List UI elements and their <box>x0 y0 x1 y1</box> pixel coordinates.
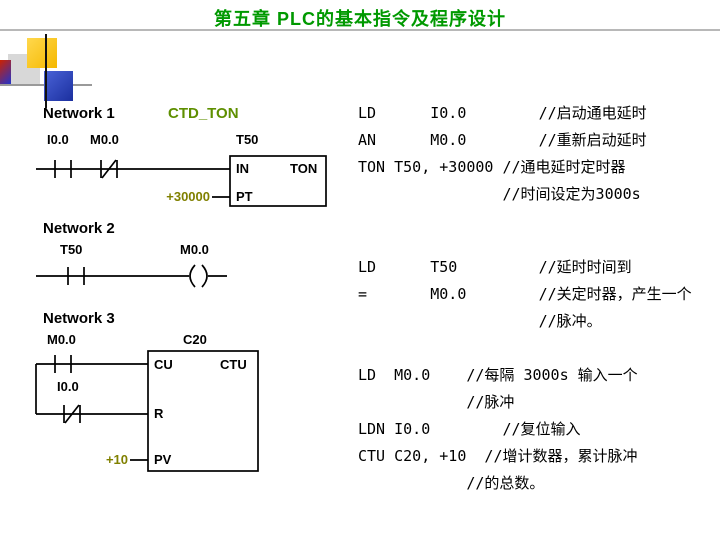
code-line: AN M0.0 //重新启动延时 <box>358 131 647 149</box>
nc-contact-slash <box>101 159 117 179</box>
code-line: CTU C20, +10 //增计数器，累计脉冲 <box>358 447 638 465</box>
ctu-port-r: R <box>154 406 164 421</box>
ctu-port-pv: PV <box>154 452 172 467</box>
network1-contact1-label: I0.0 <box>47 132 69 147</box>
ctu-box-outline <box>147 350 259 472</box>
code-line: = M0.0 //关定时器，产生一个 <box>358 285 692 303</box>
decoration-gradient-strip <box>0 60 11 84</box>
network3-label: Network 3 <box>43 310 115 327</box>
ton-box-outline <box>229 155 327 207</box>
code-line: //脉冲 <box>358 393 515 411</box>
code-line: //的总数。 <box>358 474 545 492</box>
network2-coil-label: M0.0 <box>180 242 209 257</box>
code-line: //脉冲。 <box>358 312 602 330</box>
title-divider <box>0 29 720 31</box>
coil-left-paren <box>189 264 196 288</box>
code-group-1: LD I0.0 //启动通电延时 AN M0.0 //重新启动延时 TON T50,… <box>358 100 716 208</box>
decoration-vertical-line <box>45 34 47 108</box>
ton-port-in: IN <box>236 161 249 176</box>
network2-label: Network 2 <box>43 220 115 237</box>
ctu-box-type: CTU <box>220 357 247 372</box>
ton-port-pt: PT <box>236 189 253 204</box>
decoration-yellow-square <box>27 38 57 68</box>
network2: Network 2 T50 M0.0 <box>36 220 227 288</box>
pv-value: +10 <box>106 452 128 467</box>
page-title: 第五章 PLC的基本指令及程序设计 <box>214 9 506 29</box>
nc-contact-slash <box>64 404 80 424</box>
code-group-2: LD T50 //延时时间到 = M0.0 //关定时器，产生一个 //脉冲。 <box>358 254 716 335</box>
code-line: LD M0.0 //每隔 3000s 输入一个 <box>358 366 638 384</box>
network2-contact1-label: T50 <box>60 242 82 257</box>
code-group-3: LD M0.0 //每隔 3000s 输入一个 //脉冲 LDN I0.0 //复… <box>358 362 716 497</box>
network2-rung <box>36 264 227 288</box>
pt-value: +30000 <box>166 189 210 204</box>
network3-contact2-label: I0.0 <box>57 379 79 394</box>
network3-counter-label: C20 <box>183 332 207 347</box>
code-line: //时间设定为3000s <box>358 185 641 203</box>
network3-rungs <box>35 355 148 424</box>
network1-timer-label: T50 <box>236 132 258 147</box>
network3: Network 3 M0.0 C20 I0.0 CU CTU R PV <box>35 310 259 472</box>
ton-box-type: TON <box>290 161 317 176</box>
code-line: LDN I0.0 //复位输入 <box>358 420 581 438</box>
coil-right-paren <box>201 264 208 288</box>
code-line: LD T50 //延时时间到 <box>358 258 632 276</box>
network1-block-title: CTD_TON <box>168 105 239 122</box>
network1-contact2-label: M0.0 <box>90 132 119 147</box>
code-line: LD I0.0 //启动通电延时 <box>358 104 647 122</box>
ctu-port-cu: CU <box>154 357 173 372</box>
network3-contact1-label: M0.0 <box>47 332 76 347</box>
code-line: TON T50, +30000 //通电延时定时器 <box>358 158 626 176</box>
ton-box: IN TON PT +30000 <box>166 155 327 207</box>
decoration-blue-square <box>44 71 73 101</box>
instruction-list: LD I0.0 //启动通电延时 AN M0.0 //重新启动延时 TON T50,… <box>358 100 716 497</box>
ladder-diagram: Network 1 CTD_TON I0.0 M0.0 T50 IN TON P… <box>35 105 327 472</box>
network1-label: Network 1 <box>43 105 115 122</box>
ctu-box: CU CTU R PV +10 <box>106 350 259 472</box>
network1: Network 1 CTD_TON I0.0 M0.0 T50 IN TON P… <box>36 105 327 207</box>
network1-rung <box>36 159 230 179</box>
